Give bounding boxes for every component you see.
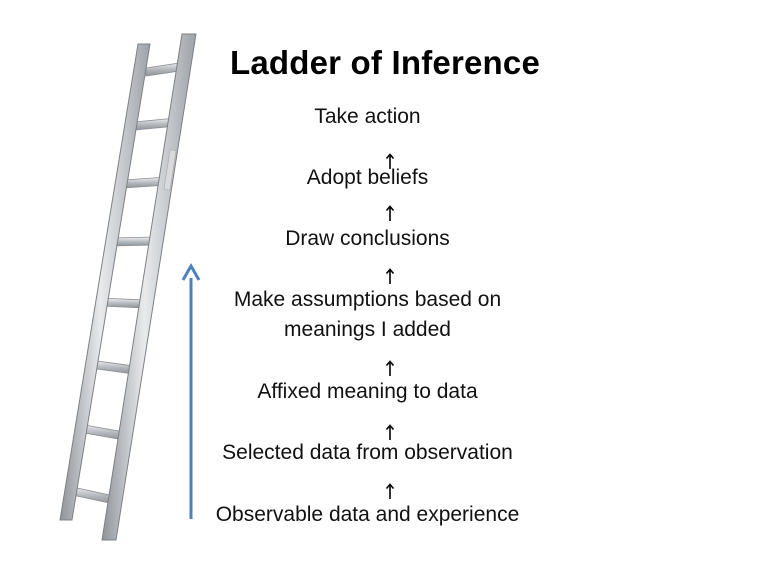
up-arrow-icon <box>385 424 395 440</box>
step-observable-data: Observable data and experience <box>215 503 520 526</box>
step-selected-data: Selected data from observation <box>222 441 513 464</box>
step-draw-conclusions: Draw conclusions <box>285 227 450 250</box>
step-affixed-meaning: Affixed meaning to data <box>257 380 478 403</box>
step-make-assumptions-line1: Make assumptions based on <box>233 288 502 311</box>
up-arrow-icon <box>385 205 395 221</box>
diagram-title: Ladder of Inference <box>229 44 541 81</box>
up-arrow-icon <box>385 360 395 376</box>
up-arrow-icon <box>385 153 395 169</box>
up-arrow-icon <box>385 483 395 499</box>
step-make-assumptions-line2: meanings I added <box>284 318 451 341</box>
up-arrow-icon <box>385 268 395 284</box>
step-adopt-beliefs: Adopt beliefs <box>306 166 429 189</box>
step-take-action: Take action <box>314 105 421 128</box>
